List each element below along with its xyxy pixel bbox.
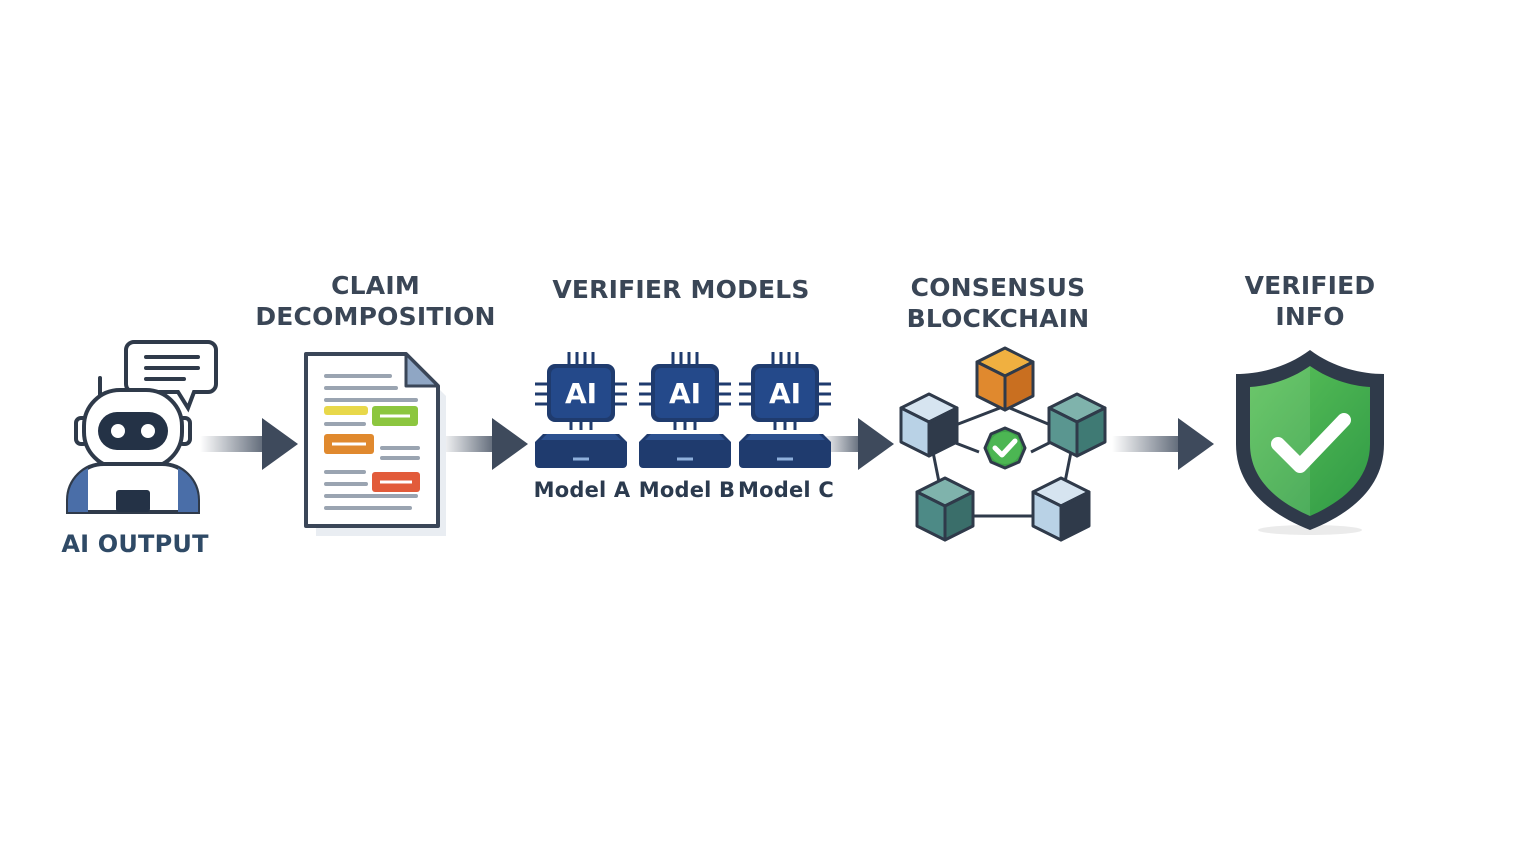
verifier-models-title: VERIFIER MODELS bbox=[552, 275, 810, 304]
block-cube bbox=[899, 392, 959, 458]
claim-title-line1: CLAIM bbox=[331, 271, 420, 300]
ai-chip-c-text: AI bbox=[769, 377, 801, 410]
document-icon bbox=[304, 352, 446, 536]
ai-chip-a-text: AI bbox=[565, 377, 597, 410]
ai-output-label: AI OUTPUT bbox=[61, 530, 209, 558]
model-b-label: Model B bbox=[638, 478, 736, 502]
flow-arrow-1 bbox=[200, 418, 298, 470]
block-cube bbox=[975, 346, 1035, 412]
ai-chip-icon: AI bbox=[739, 352, 831, 468]
claim-decomposition-title: CLAIM DECOMPOSITION bbox=[248, 270, 503, 332]
consensus-check-icon bbox=[983, 426, 1027, 470]
verified-title-line1: VERIFIED bbox=[1244, 271, 1376, 300]
consensus-title-line2: BLOCKCHAIN bbox=[906, 304, 1090, 333]
model-a-label: Model A bbox=[533, 478, 631, 502]
blockchain-icon bbox=[899, 346, 1107, 542]
verified-title-line2: INFO bbox=[1275, 302, 1345, 331]
ai-chip-b-text: AI bbox=[669, 377, 701, 410]
block-cube bbox=[915, 476, 975, 542]
flow-arrow-4 bbox=[1112, 418, 1214, 470]
robot-icon bbox=[66, 340, 218, 514]
claim-title-line2: DECOMPOSITION bbox=[255, 302, 496, 331]
block-cube bbox=[1047, 392, 1107, 458]
consensus-blockchain-title: CONSENSUS BLOCKCHAIN bbox=[880, 272, 1116, 334]
verified-info-title: VERIFIED INFO bbox=[1210, 270, 1410, 332]
flow-arrow-2 bbox=[440, 418, 528, 470]
flow-arrow-3 bbox=[826, 418, 894, 470]
ai-chip-icon: AI bbox=[535, 352, 627, 468]
consensus-title-line1: CONSENSUS bbox=[910, 273, 1086, 302]
ai-chip-icon: AI bbox=[639, 352, 731, 468]
block-cube bbox=[1031, 476, 1091, 542]
shield-check-icon bbox=[1236, 350, 1384, 535]
model-c-label: Model C bbox=[738, 478, 834, 502]
